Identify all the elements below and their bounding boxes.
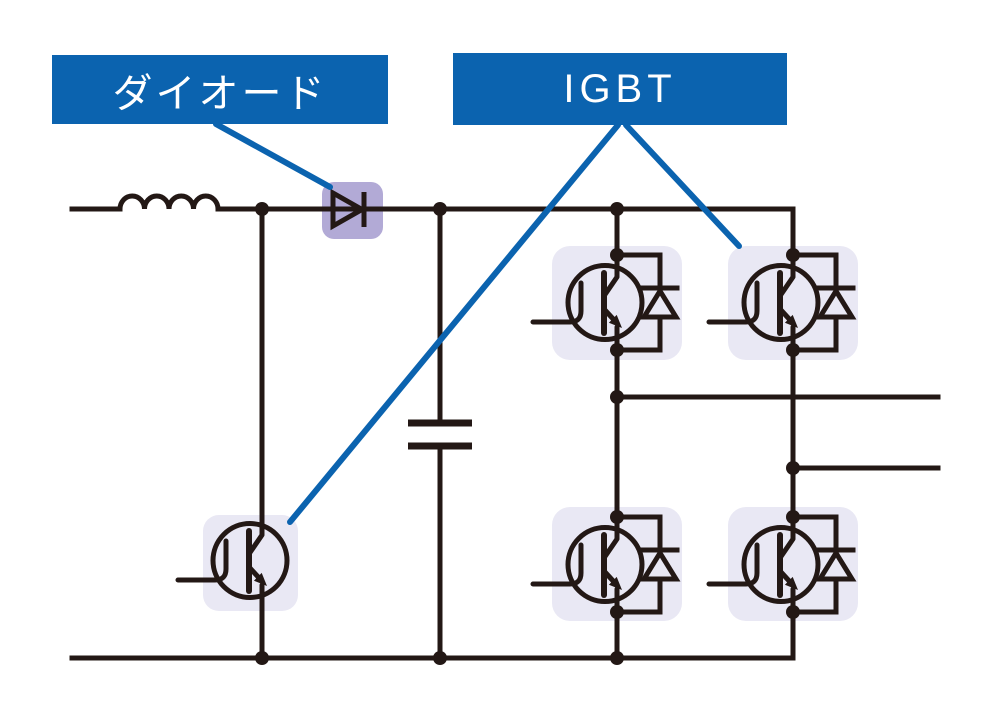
junction-dot: [786, 248, 800, 262]
igbt-callout-label: IGBT: [453, 53, 787, 125]
junction-dot: [610, 202, 624, 216]
igbt-callout-text: IGBT: [563, 66, 677, 111]
dc-link-capacitor-symbol: [408, 419, 472, 450]
junction-dot: [255, 202, 269, 216]
junction-dot: [610, 510, 624, 524]
top-rail-wire: [215, 206, 796, 258]
junction-dot: [255, 651, 269, 665]
component-highlights: [203, 182, 858, 621]
junction-dot: [610, 605, 624, 619]
junction-dot: [433, 651, 447, 665]
junction-dot: [433, 202, 447, 216]
callout-leader-lines: [213, 121, 742, 525]
junction-dot: [610, 343, 624, 357]
junction-dot: [786, 343, 800, 357]
bottom-rail-wire: [69, 609, 796, 661]
igbt-leader-line-right: [623, 122, 742, 249]
circuit-wires: [69, 193, 941, 661]
junction-dot: [786, 605, 800, 619]
diode-triangle: [330, 188, 368, 231]
diode-callout-label: ダイオード: [52, 55, 388, 124]
junction-dot: [610, 651, 624, 665]
diode-leader-line: [213, 121, 333, 190]
junction-dot: [786, 461, 800, 475]
junction-dot: [610, 248, 624, 262]
diode-callout-text: ダイオード: [112, 71, 328, 116]
inductor-symbol: [117, 193, 221, 212]
boost-diode-symbol: [330, 188, 368, 231]
junction-dots: [255, 202, 800, 665]
junction-dot: [610, 390, 624, 404]
igbt-leader-line-left: [287, 122, 621, 525]
junction-dot: [786, 510, 800, 524]
